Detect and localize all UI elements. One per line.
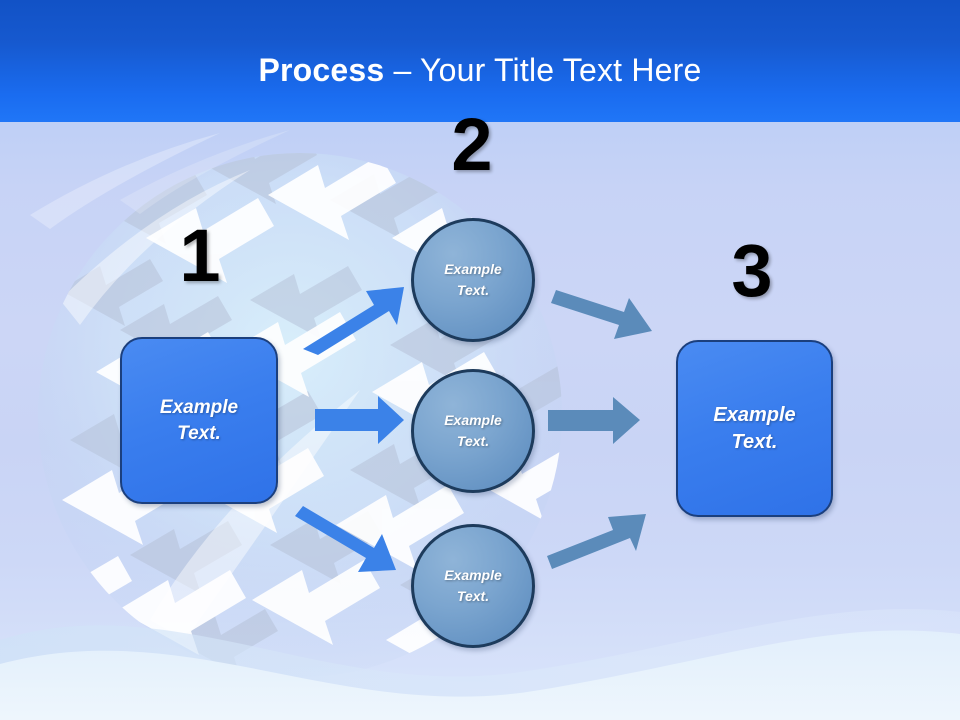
process-box-left[interactable]: Example Text. <box>120 337 278 504</box>
page-title: Process – Your Title Text Here <box>0 50 960 90</box>
process-circle-top-line2: Text. <box>456 282 490 298</box>
process-box-right-label: Example Text. <box>713 402 795 455</box>
header-streaks <box>30 130 290 229</box>
bottom-wave-decoration <box>0 608 960 720</box>
page-title-light: Your Title Text Here <box>420 52 702 88</box>
page-title-strong: Process <box>258 52 385 88</box>
process-circle-middle-label: Example Text. <box>444 410 502 452</box>
process-box-left-line1: Example <box>159 397 239 419</box>
process-circle-top-label: Example Text. <box>444 259 502 301</box>
process-box-right-line1: Example <box>713 404 796 427</box>
step-number-1: 1 <box>179 214 221 297</box>
arrow-middle-to-right-icon <box>548 397 640 444</box>
process-box-left-line2: Text. <box>177 422 221 444</box>
process-circle-top-line1: Example <box>444 261 502 277</box>
process-circle-middle-line1: Example <box>444 412 502 428</box>
arrow-bottom-to-right-icon <box>547 514 646 569</box>
process-box-left-label: Example Text. <box>160 395 238 445</box>
step-number-2: 2 <box>451 103 493 186</box>
page-title-separator: – <box>384 52 421 88</box>
process-box-right[interactable]: Example Text. <box>676 340 833 517</box>
step-number-3: 3 <box>731 229 773 312</box>
arrow-left-to-top-icon <box>303 287 404 355</box>
process-circle-bottom[interactable]: Example Text. <box>411 524 535 648</box>
arrow-left-to-bottom-icon <box>295 506 396 572</box>
process-box-right-line2: Text. <box>731 430 778 453</box>
process-circle-top[interactable]: Example Text. <box>411 218 535 342</box>
process-circle-bottom-line1: Example <box>444 567 502 583</box>
arrow-left-to-middle-icon <box>315 396 404 444</box>
process-circle-bottom-line2: Text. <box>456 588 490 604</box>
process-circle-middle[interactable]: Example Text. <box>411 369 535 493</box>
process-circle-bottom-label: Example Text. <box>444 565 502 607</box>
connector-arrows <box>295 287 652 572</box>
process-circle-middle-line2: Text. <box>456 433 490 449</box>
header-band <box>0 0 960 122</box>
arrow-top-to-right-icon <box>551 290 652 339</box>
